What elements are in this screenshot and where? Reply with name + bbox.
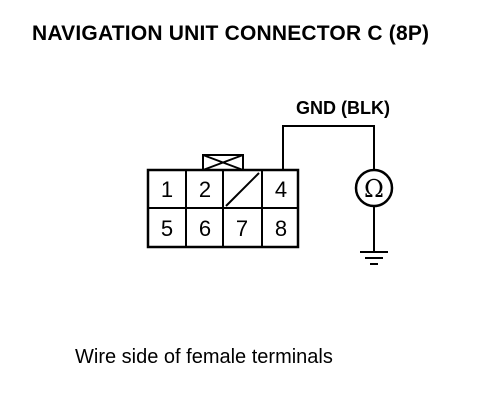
terminal-4: 4 [275, 177, 287, 202]
terminal-8: 8 [275, 216, 287, 241]
diagram-caption: Wire side of female terminals [75, 346, 333, 368]
probe-wire [282, 125, 375, 170]
empty-cavity-mark [225, 172, 260, 207]
terminal-5: 5 [161, 216, 173, 241]
ohm-symbol: Ω [364, 175, 384, 203]
diagram-title: NAVIGATION UNIT CONNECTOR C (8P) [32, 22, 430, 45]
terminal-7: 7 [236, 216, 248, 241]
connector-lock-tab [202, 154, 244, 171]
ground-icon [360, 251, 388, 265]
terminal-2: 2 [199, 177, 211, 202]
terminal-1: 1 [161, 177, 173, 202]
ground-wire-label: GND (BLK) [296, 98, 390, 118]
terminal-6: 6 [199, 216, 211, 241]
